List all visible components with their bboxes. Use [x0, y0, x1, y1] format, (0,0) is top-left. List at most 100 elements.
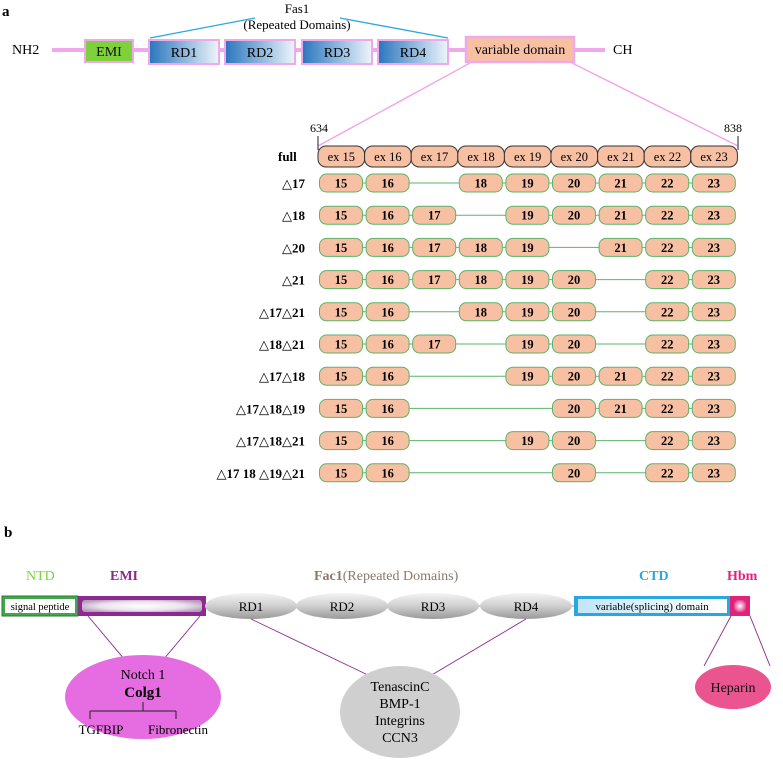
isoform-exon-21 — [598, 366, 643, 386]
isoform-exon-label: 22 — [661, 273, 674, 287]
pos-start-label: 634 — [310, 121, 328, 135]
isoform-exon-22 — [645, 270, 690, 290]
rd-partner-item: CCN3 — [382, 731, 418, 746]
isoform-exon-22 — [645, 431, 690, 451]
isoform-exon-label: 16 — [381, 402, 394, 416]
isoform-exon-label: 15 — [335, 305, 348, 319]
full-exon-label: ex 23 — [700, 150, 727, 164]
isoform-exon-23 — [691, 463, 736, 483]
isoform-exon-19 — [505, 366, 550, 386]
isoform-exon-label: 16 — [381, 305, 394, 319]
isoform-exon-22 — [645, 237, 690, 257]
isoform-exon-22 — [645, 334, 690, 354]
isoform-exon-label: 18 — [475, 305, 488, 319]
isoform-exon-label: 20 — [568, 466, 581, 480]
isoform-exon-16 — [365, 270, 410, 290]
isoform-exon-label: 22 — [661, 370, 674, 384]
isoform-exon-label: 18 — [475, 273, 488, 287]
hbm-link-left — [703, 615, 732, 667]
full-exon-label: ex 20 — [561, 150, 588, 164]
rd4-domain-label: RD4 — [400, 46, 426, 61]
isoform-exon-17 — [412, 334, 457, 354]
isoform-exon-16 — [365, 366, 410, 386]
isoform-exon-label: 22 — [661, 209, 674, 223]
isoform-exon-19 — [505, 270, 550, 290]
isoform-exon-22 — [645, 398, 690, 418]
isoform-exon-20 — [552, 366, 596, 386]
zoom-line-right — [571, 62, 739, 147]
isoform-exon-label: 16 — [381, 241, 394, 255]
isoform-exon-16 — [365, 334, 410, 354]
isoform-exon-15 — [319, 270, 363, 290]
isoform-exon-label: 22 — [661, 241, 674, 255]
isoform-exon-20 — [552, 205, 596, 225]
rd3-domain-label: RD3 — [324, 46, 350, 61]
isoform-exon-label: 20 — [568, 305, 581, 319]
emi-partner-fibronectin: Fibronectin — [148, 722, 208, 737]
rd-partner-item: TenascinC — [371, 680, 430, 695]
isoform-exon-19 — [505, 302, 550, 322]
isoform-exon-18 — [458, 270, 503, 290]
isoform-exon-label: 18 — [475, 241, 488, 255]
isoform-exon-label: 16 — [381, 209, 394, 223]
rd1-domain-label: RD1 — [171, 46, 197, 61]
isoform-exon-label: 19 — [521, 434, 534, 448]
rd2-domain — [224, 39, 296, 65]
heparin-ellipse — [695, 665, 771, 709]
full-exon-label: ex 16 — [374, 150, 401, 164]
variable-domain — [464, 35, 576, 64]
isoform-exon-16 — [365, 237, 410, 257]
panel-a-label: a — [2, 4, 10, 20]
isoform-exon-label: 19 — [521, 305, 534, 319]
isoform-exon-label: 23 — [708, 338, 721, 352]
isoform-exon-23 — [691, 398, 736, 418]
isoform-exon-17 — [412, 237, 457, 257]
isoform-exon-label: 15 — [335, 338, 348, 352]
fas1-bracket-right — [339, 17, 449, 39]
isoform-exon-21 — [598, 173, 643, 193]
hbm-link-right — [749, 615, 771, 667]
rd-partner-item: BMP-1 — [379, 697, 420, 712]
isoform-exon-label: 15 — [335, 241, 348, 255]
isoform-exon-16 — [365, 398, 410, 418]
isoform-exon-label: 21 — [614, 370, 627, 384]
isoform-exon-label: 20 — [568, 370, 581, 384]
rd-partner-item: Integrins — [375, 714, 425, 729]
isoform-exon-label: 23 — [708, 209, 721, 223]
isoform-exon-15 — [319, 334, 363, 354]
isoform-exon-17 — [412, 270, 457, 290]
emi-partner-notch1: Notch 1 — [121, 668, 166, 683]
fas1-title: Fas1 — [285, 1, 310, 16]
isoform-exon-label: 17 — [428, 209, 441, 223]
fas1-bracket-left — [149, 17, 256, 39]
isoform-exon-15 — [319, 366, 363, 386]
isoform-exon-label: 17 — [428, 273, 441, 287]
isoform-exon-15 — [319, 173, 363, 193]
isoform-exon-20 — [552, 270, 596, 290]
isoform-exon-label: 22 — [661, 434, 674, 448]
emi-partners-ellipse — [65, 655, 221, 739]
isoform-exon-23 — [691, 431, 736, 451]
nh2-label: NH2 — [12, 43, 39, 58]
full-exon-label: ex 15 — [328, 150, 355, 164]
isoform-exon-label: 15 — [335, 273, 348, 287]
rd2-domain-label: RD2 — [247, 46, 273, 61]
isoform-exon-19 — [505, 237, 550, 257]
isoform-exon-22 — [645, 463, 690, 483]
isoform-exon-16 — [365, 173, 410, 193]
ntd-label: NTD — [26, 569, 55, 584]
rd4-domain — [377, 39, 449, 65]
isoform-exon-23 — [691, 237, 736, 257]
isoform-exon-20 — [552, 334, 596, 354]
rd3-ellipse-label: RD3 — [421, 599, 446, 614]
isoform-label: △17 — [282, 176, 305, 191]
isoform-exon-16 — [365, 431, 410, 451]
isoform-exon-label: 19 — [521, 370, 534, 384]
isoform-label: △17△18 — [259, 369, 305, 384]
isoform-label: △21 — [282, 273, 305, 288]
isoform-label: △17△21 — [259, 305, 305, 320]
isoform-exon-16 — [365, 302, 410, 322]
